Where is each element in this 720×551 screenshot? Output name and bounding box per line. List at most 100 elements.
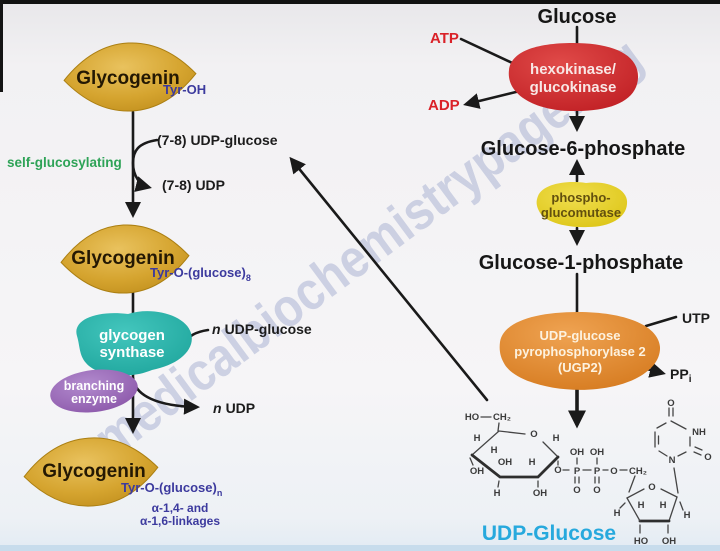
glycogenin-stage2-shape <box>60 224 190 294</box>
glycogenin2-tag: Tyr-O-(glucose)8 <box>150 265 251 283</box>
curve-udpglucose-in-out <box>131 138 159 192</box>
arrow-udpglucose-to-priming <box>289 156 489 402</box>
branching-enzyme-line1: branching <box>64 379 124 393</box>
glycogenin3-tag: Tyr-O-(glucose)n <box>121 480 222 498</box>
glycogenin-stage1-shape <box>63 42 197 112</box>
ugp2-line1: UDP-glucose <box>540 328 621 343</box>
atom-ring-o: O <box>530 429 537 440</box>
atom-h: H <box>553 433 560 444</box>
elongation-output-main: UDP <box>226 400 256 416</box>
glycogenin-stage3-shape <box>23 437 159 507</box>
atom-oh: OH <box>498 457 512 468</box>
atom-h: H <box>660 500 667 511</box>
glycogenin1-tag: Tyr-OH <box>163 82 206 97</box>
ppi-main: PP <box>670 366 689 382</box>
atom-h: H <box>638 500 645 511</box>
atom-ho: HO <box>634 536 648 547</box>
udp-glucose-caption: UDP-Glucose <box>482 522 616 545</box>
atom-h: H <box>529 457 536 468</box>
g6p-label: Glucose-6-phosphate <box>481 138 685 160</box>
utp-label: UTP <box>682 310 710 326</box>
hexokinase-line1: hexokinase/ <box>530 61 617 78</box>
g1p-label: Glucose-1-phosphate <box>479 252 683 274</box>
atom-oh: OH <box>470 466 484 477</box>
elongation-input-n: n <box>212 321 221 337</box>
elongation-output-n: n <box>213 400 222 416</box>
left-pathway-labels: Glycogenin Tyr-OH self-glucosylating (7-… <box>7 68 312 528</box>
hexokinase-shape <box>508 43 639 112</box>
atom-glycosidic-o: O <box>554 465 561 476</box>
pgm-line1: phospho- <box>551 190 610 205</box>
atom-o: O <box>667 398 674 409</box>
line-utp-in <box>644 315 678 328</box>
glucose-ring-atoms: HO CH₂ O H H H OH OH H OH H O <box>465 412 562 499</box>
branching-enzyme-shape <box>50 369 138 413</box>
glucose-ring-bonds <box>469 416 570 488</box>
atom-ch2: CH₂ <box>493 412 511 423</box>
linkages-line2: α-1,6-linkages <box>140 514 220 528</box>
glycogenin3-tag-main: Tyr-O-(glucose) <box>121 480 217 495</box>
atom-ch2: CH₂ <box>629 466 647 477</box>
top-border <box>0 0 720 4</box>
atom-h: H <box>491 445 498 456</box>
pgm-line2: glucomutase <box>541 205 621 220</box>
glycogenin2-tag-main: Tyr-O-(glucose) <box>150 265 246 280</box>
glycogen-synthase-line2: synthase <box>99 344 164 361</box>
right-pathway-labels: Glucose ATP ADP hexokinase/ glucokinase … <box>428 6 710 545</box>
atom-h: H <box>614 508 621 519</box>
glycogenin3-tag-sub: n <box>217 488 223 498</box>
left-border-notch <box>0 0 3 92</box>
glucose-label: Glucose <box>538 6 617 28</box>
adp-label: ADP <box>428 97 460 114</box>
atom-h: H <box>494 488 501 499</box>
glycogen-synthase-shape <box>76 311 192 376</box>
ugp2-line3: (UGP2) <box>558 360 602 375</box>
atom-oh: OH <box>590 447 604 458</box>
atom-o: O <box>593 485 600 496</box>
atom-ho: HO <box>465 412 479 423</box>
atom-ring-o: O <box>648 482 655 493</box>
linkages-line1: α-1,4- and <box>152 501 209 515</box>
priming-output-label: (7-8) UDP <box>162 177 225 193</box>
glycogenin2-tag-sub: 8 <box>246 273 251 283</box>
atom-n: N <box>669 455 676 466</box>
glycogenin1-label: Glycogenin <box>76 68 179 89</box>
atom-o: O <box>704 452 711 463</box>
phosphoglucomutase-shape <box>536 182 628 228</box>
atom-o: O <box>610 466 617 477</box>
branching-enzyme-line2: enzyme <box>71 392 117 406</box>
atom-h: H <box>474 433 481 444</box>
uracil-bonds <box>654 407 703 457</box>
atom-o: O <box>573 485 580 496</box>
atom-oh: OH <box>570 447 584 458</box>
atom-oh: OH <box>533 488 547 499</box>
glycogenin3-label: Glycogenin <box>42 461 145 482</box>
uracil-atoms: O NH O N <box>667 398 711 466</box>
udp-glucose-structure: HO CH₂ O H H H OH OH H OH H O OH OH <box>465 398 712 547</box>
phosphate-bonds <box>574 457 636 493</box>
atom-p: P <box>594 466 601 477</box>
ppi-sub: i <box>689 374 692 385</box>
ribose-bonds <box>619 467 684 534</box>
elongation-input-main: UDP-glucose <box>225 321 312 337</box>
atom-h: H <box>684 510 691 521</box>
arrow-adp-out <box>463 88 526 109</box>
phosphate-atoms: OH OH P P O O O CH₂ <box>570 447 647 496</box>
bottom-border <box>0 545 720 551</box>
glycogenin2-label: Glycogenin <box>71 248 174 269</box>
ppi-label: PPi <box>670 366 692 385</box>
atom-p: P <box>574 466 581 477</box>
hexokinase-line2: glucokinase <box>530 79 617 96</box>
ribose-atoms: O H H H H HO OH <box>614 482 691 547</box>
self-glucosylating-label: self-glucosylating <box>7 155 122 170</box>
blobs <box>23 42 661 507</box>
atp-label: ATP <box>430 30 459 47</box>
priming-input-label: (7-8) UDP-glucose <box>157 132 278 148</box>
atom-nh: NH <box>692 427 706 438</box>
ugp2-shape <box>499 312 661 390</box>
glycogen-synthase-line1: glycogen <box>99 327 165 344</box>
